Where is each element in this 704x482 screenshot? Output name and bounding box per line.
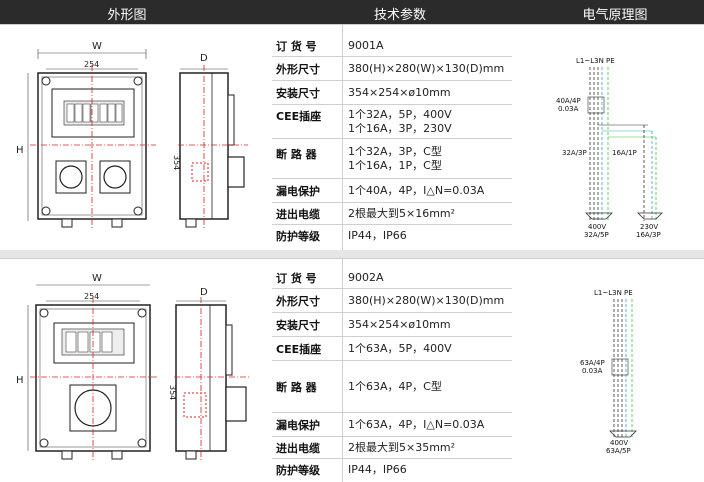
spec-row: 外形尺寸 380(H)×280(W)×130(D)mm xyxy=(272,57,512,81)
dim-254: 254 xyxy=(84,60,99,69)
dim-h: H xyxy=(16,375,24,386)
svg-text:16A/3P: 16A/3P xyxy=(636,231,661,239)
svg-text:400V: 400V xyxy=(588,223,606,231)
circuit-diagram-2: L1~L3N PE 63A/4P 0.03A 400V 63A/5P xyxy=(580,289,637,455)
dim-354: 354 xyxy=(168,385,177,400)
product-panel-2: W 254 H D 354 xyxy=(0,258,704,482)
svg-text:L1~L3N PE: L1~L3N PE xyxy=(576,57,615,65)
spec-row: 防护等级 IP44，IP66 xyxy=(276,229,407,243)
header-circuit: 电气原理图 xyxy=(582,8,648,23)
outline-drawing-1: W 254 H D xyxy=(16,41,248,229)
svg-text:230V: 230V xyxy=(640,223,658,231)
spec-row: CEE插座 1个63A，5P，400V xyxy=(272,337,512,361)
product-panel-1: W 254 H D xyxy=(0,24,704,251)
svg-text:32A/3P: 32A/3P xyxy=(562,149,587,157)
spec-row: 漏电保护 1个63A，4P，I△N=0.03A xyxy=(272,413,512,437)
svg-text:400V: 400V xyxy=(610,439,628,447)
spec-row: 防护等级 IP44，IP66 xyxy=(276,463,407,477)
dim-354: 354 xyxy=(172,155,181,170)
spec-row: 订 货 号 9001A xyxy=(272,35,512,57)
dim-h: H xyxy=(16,145,24,156)
spec-row: 订 货 号 9002A xyxy=(272,267,512,289)
spec-row: 安装尺寸 354×254×ø10mm xyxy=(272,81,512,105)
svg-text:L1~L3N PE: L1~L3N PE xyxy=(594,289,633,297)
dim-w: W xyxy=(92,273,102,284)
dim-d: D xyxy=(200,287,208,298)
spec-row: 安装尺寸 354×254×ø10mm xyxy=(272,313,512,337)
header-outline: 外形图 xyxy=(107,8,147,23)
svg-text:0.03A: 0.03A xyxy=(558,105,579,113)
svg-text:63A/5P: 63A/5P xyxy=(606,447,631,455)
spec-row: 漏电保护 1个40A，4P，I△N=0.03A xyxy=(272,179,512,203)
panel-divider xyxy=(0,250,704,258)
svg-text:16A/1P: 16A/1P xyxy=(612,149,637,157)
dim-d: D xyxy=(200,53,208,64)
spec-row: 外形尺寸 380(H)×280(W)×130(D)mm xyxy=(272,289,512,313)
spec-row: 断 路 器 1个63A，4P，C型 xyxy=(272,361,512,413)
spec-row: 进出电缆 2根最大到5×35mm² xyxy=(272,437,512,459)
svg-text:0.03A: 0.03A xyxy=(582,367,603,375)
svg-text:63A/4P: 63A/4P xyxy=(580,359,605,367)
outline-drawing-2: W 254 H D 354 xyxy=(16,273,250,461)
dim-254: 254 xyxy=(84,292,99,301)
svg-text:40A/4P: 40A/4P xyxy=(556,97,581,105)
header-bar: 外形图 技术参数 电气原理图 xyxy=(0,0,704,24)
circuit-diagram-1: L1~L3N PE 40A/4P 0.03A 32A/3P 16A/1P 400… xyxy=(556,57,663,239)
svg-text:32A/5P: 32A/5P xyxy=(584,231,609,239)
dim-w: W xyxy=(92,41,102,52)
spec-row: 进出电缆 2根最大到5×16mm² xyxy=(272,203,512,225)
header-tech-params: 技术参数 xyxy=(373,8,426,23)
